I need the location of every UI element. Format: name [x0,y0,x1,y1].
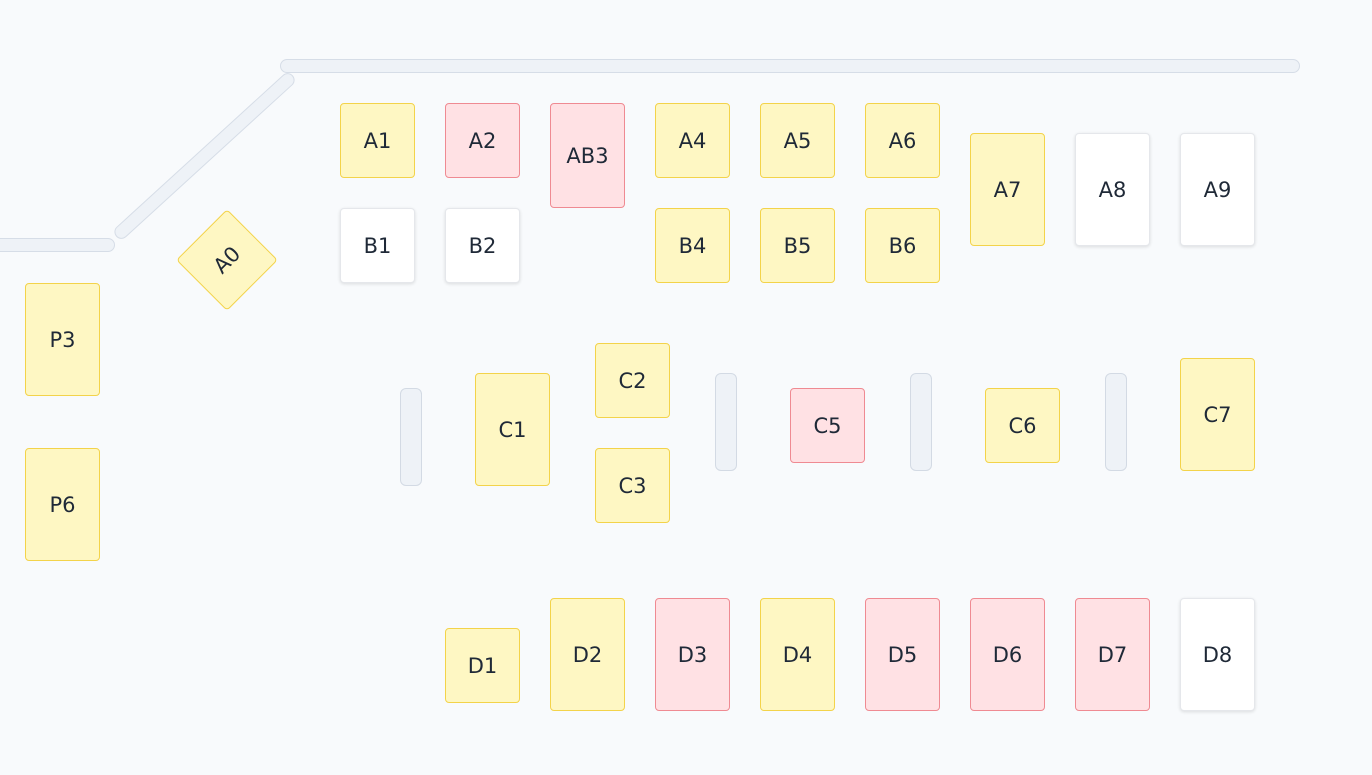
table-a1[interactable]: A1 [340,103,415,178]
table-a2-label: A2 [468,128,497,153]
table-a6[interactable]: A6 [865,103,940,178]
table-a8-label: A8 [1098,177,1127,202]
table-a6-label: A6 [888,128,917,153]
partition-4 [1105,373,1127,471]
table-c2-label: C2 [618,368,647,393]
table-d3-label: D3 [677,642,708,667]
table-c6-label: C6 [1008,413,1037,438]
wall-left [0,238,115,252]
table-c6[interactable]: C6 [985,388,1060,463]
table-b5-label: B5 [783,233,812,258]
table-b4[interactable]: B4 [655,208,730,283]
table-d4-label: D4 [782,642,813,667]
partition-2 [715,373,737,471]
table-b1-label: B1 [363,233,392,258]
table-a1-label: A1 [363,128,392,153]
table-c7-label: C7 [1203,402,1232,427]
table-b5[interactable]: B5 [760,208,835,283]
table-b6[interactable]: B6 [865,208,940,283]
table-b4-label: B4 [678,233,707,258]
table-a0-label: A0 [208,241,246,279]
table-ab3-label: AB3 [566,143,609,168]
wall-top [280,59,1300,73]
table-a9-label: A9 [1203,177,1232,202]
table-d2[interactable]: D2 [550,598,625,711]
table-c5-label: C5 [813,413,842,438]
table-a7-label: A7 [993,177,1022,202]
table-a8[interactable]: A8 [1075,133,1150,246]
table-b6-label: B6 [888,233,917,258]
partition-3 [910,373,932,471]
table-c3[interactable]: C3 [595,448,670,523]
table-a2[interactable]: A2 [445,103,520,178]
table-c1[interactable]: C1 [475,373,550,486]
table-a4-label: A4 [678,128,707,153]
table-d1-label: D1 [467,653,498,678]
table-d5[interactable]: D5 [865,598,940,711]
table-c3-label: C3 [618,473,647,498]
table-d8-label: D8 [1202,642,1233,667]
table-c7[interactable]: C7 [1180,358,1255,471]
table-a9[interactable]: A9 [1180,133,1255,246]
table-d6[interactable]: D6 [970,598,1045,711]
table-d3[interactable]: D3 [655,598,730,711]
table-c5[interactable]: C5 [790,388,865,463]
table-a7[interactable]: A7 [970,133,1045,246]
table-p3-label: P3 [49,327,76,352]
table-p6[interactable]: P6 [25,448,100,561]
table-d7[interactable]: D7 [1075,598,1150,711]
table-d6-label: D6 [992,642,1023,667]
table-p6-label: P6 [49,492,76,517]
wall-diagonal [111,70,298,242]
table-d8[interactable]: D8 [1180,598,1255,711]
table-d1[interactable]: D1 [445,628,520,703]
table-ab3[interactable]: AB3 [550,103,625,208]
table-c2[interactable]: C2 [595,343,670,418]
table-c1-label: C1 [498,417,527,442]
table-b1[interactable]: B1 [340,208,415,283]
table-p3[interactable]: P3 [25,283,100,396]
table-d4[interactable]: D4 [760,598,835,711]
table-a0[interactable]: A0 [176,209,278,311]
table-b2-label: B2 [468,233,497,258]
table-a4[interactable]: A4 [655,103,730,178]
table-a5-label: A5 [783,128,812,153]
partition-1 [400,388,422,486]
table-d5-label: D5 [887,642,918,667]
table-a5[interactable]: A5 [760,103,835,178]
table-d2-label: D2 [572,642,603,667]
table-b2[interactable]: B2 [445,208,520,283]
table-d7-label: D7 [1097,642,1128,667]
